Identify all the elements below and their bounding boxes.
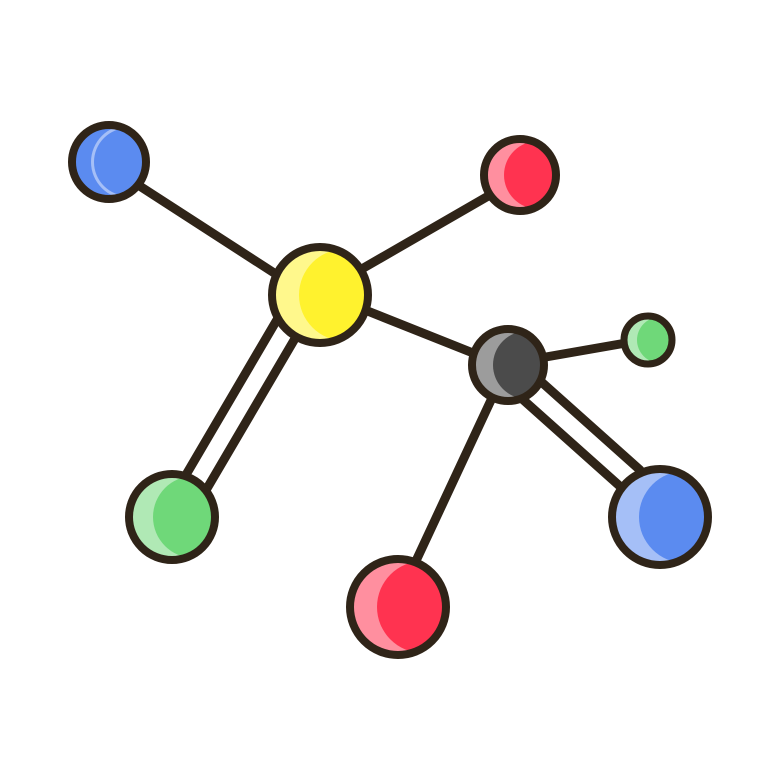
bond-yellow-to-green-double-a xyxy=(175,313,283,490)
bond-dark-to-red-bottom xyxy=(410,393,497,568)
bond-yellow-to-green-double-b xyxy=(197,325,305,502)
atom-red-bottom xyxy=(346,555,450,659)
bond-yellow-to-blue xyxy=(130,178,290,285)
atom-green-large xyxy=(125,470,219,564)
bond-dark-to-blue-double-b xyxy=(515,392,628,494)
atom-blue-bottom-right xyxy=(608,465,712,569)
bond-yellow-to-dark xyxy=(355,303,483,360)
bond-yellow-to-red xyxy=(355,190,495,275)
bonds xyxy=(130,178,645,568)
atom-yellow-center xyxy=(268,243,372,347)
atom-red-top-right xyxy=(480,135,560,215)
bond-dark-to-blue-double-a xyxy=(532,373,645,475)
atom-dark-gray xyxy=(468,325,548,405)
atom-green-small xyxy=(620,312,676,368)
atom-blue-top-left xyxy=(68,121,150,203)
bond-dark-to-green-small xyxy=(535,338,631,363)
